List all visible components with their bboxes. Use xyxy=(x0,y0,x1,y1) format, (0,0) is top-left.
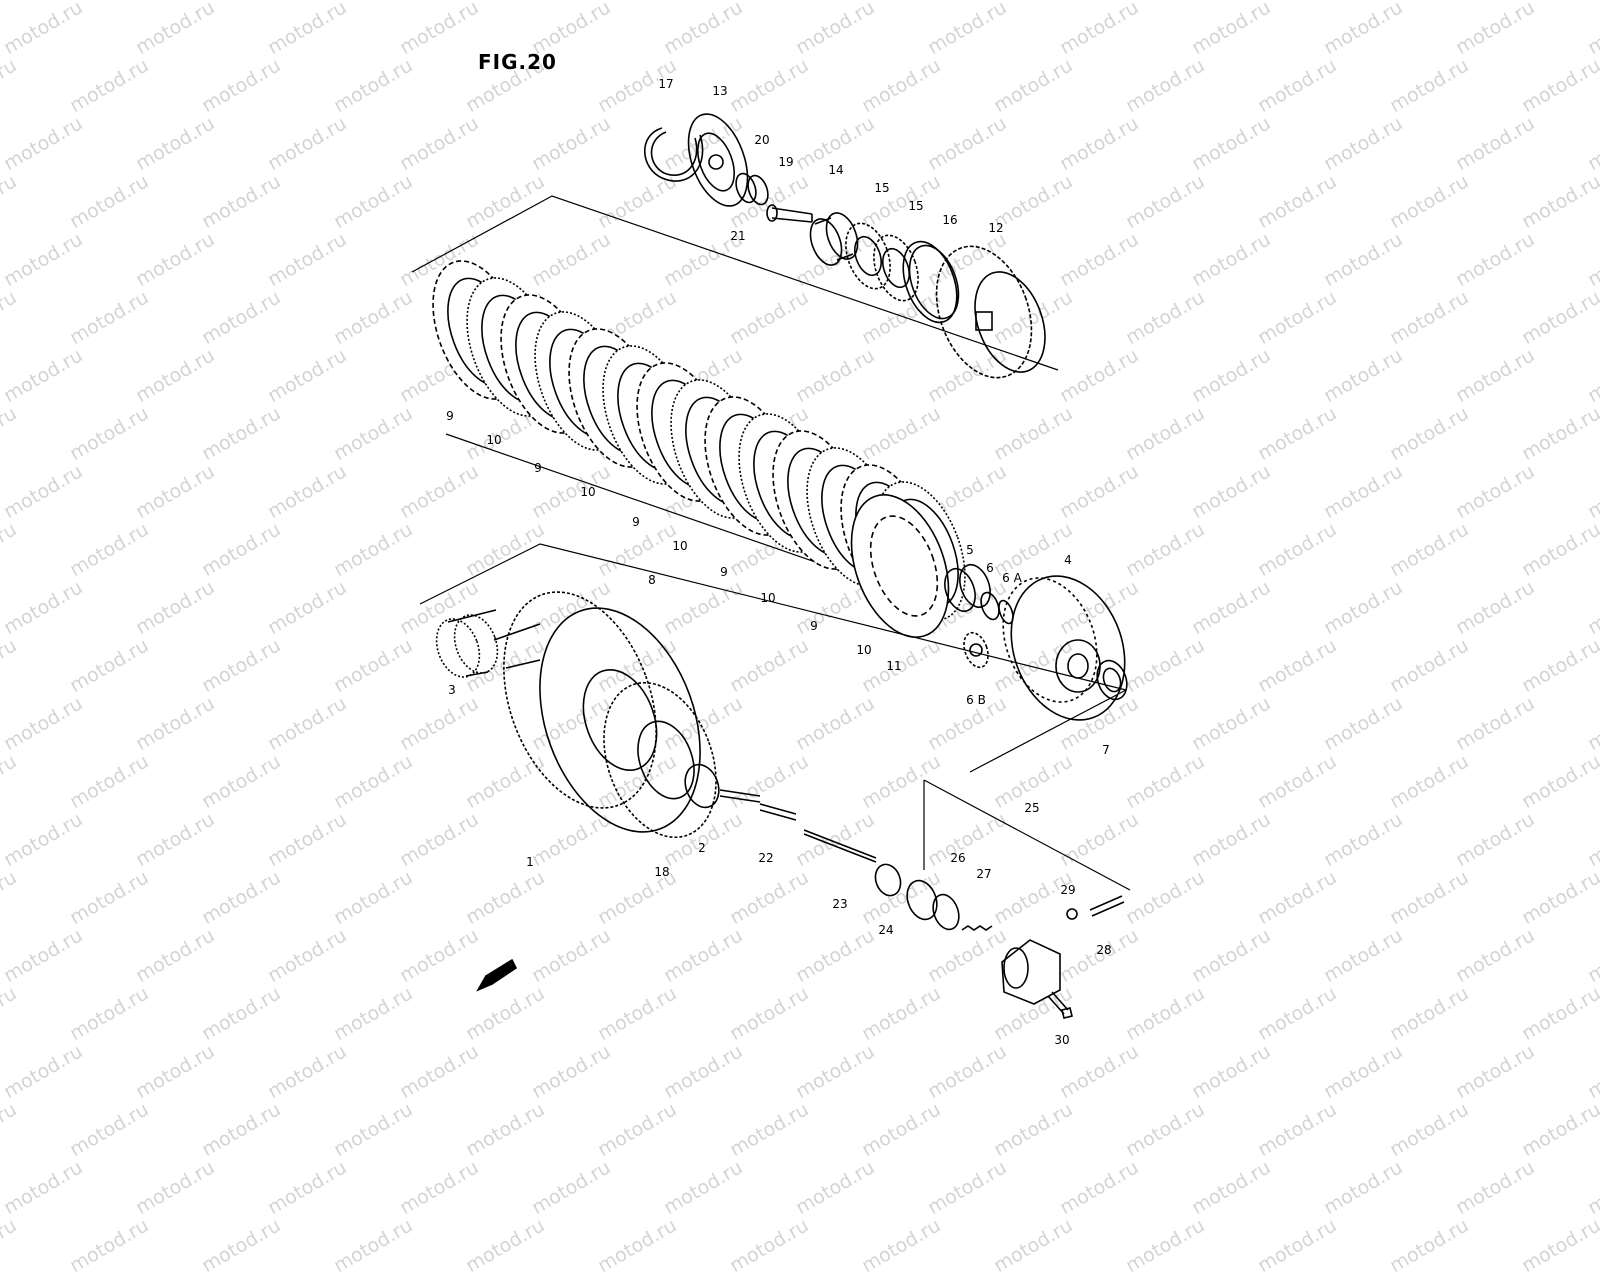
primary-driven-gear-1 xyxy=(493,591,701,833)
callout-11: 11 xyxy=(886,659,902,673)
watermark-text: motod.ru xyxy=(66,1214,153,1277)
callout-9b: 9 xyxy=(534,461,542,475)
pushrod-piece-22b xyxy=(759,803,797,821)
washer-7 xyxy=(1096,659,1128,701)
circlip-17 xyxy=(643,127,704,182)
watermark-text: motod.ru xyxy=(726,1214,813,1277)
callout-23: 23 xyxy=(832,897,848,911)
callout-28: 28 xyxy=(1096,943,1112,957)
callout-24: 24 xyxy=(878,923,894,937)
callout-19: 19 xyxy=(778,155,794,169)
pressure-disc-11 xyxy=(850,494,950,638)
watermark-text: motod.ru xyxy=(198,1214,285,1277)
pushrod-22 xyxy=(719,789,761,803)
watermark-text: motod.ru xyxy=(594,1214,681,1277)
callout-27: 27 xyxy=(976,867,992,881)
callout-4: 4 xyxy=(1064,553,1072,567)
watermark-text: motod.ru xyxy=(1122,1214,1209,1277)
watermark-text: motod.ru xyxy=(0,1214,21,1277)
callout-18: 18 xyxy=(654,865,670,879)
callout-10b: 10 xyxy=(580,485,596,499)
watermark-text: motod.ru xyxy=(462,1214,549,1277)
spring-14 xyxy=(809,212,859,266)
callout-16: 16 xyxy=(942,213,958,227)
washer-29 xyxy=(1066,908,1078,920)
callout-9a: 9 xyxy=(446,409,454,423)
watermark-text: motod.ru xyxy=(858,1214,945,1277)
callout-25: 25 xyxy=(1024,801,1040,815)
pressure-plate-13 xyxy=(687,113,749,207)
clutch-sleeve-hub-4 xyxy=(1002,575,1126,721)
callout-3: 3 xyxy=(448,683,456,697)
callout-26: 26 xyxy=(950,851,966,865)
washer-15a xyxy=(845,222,891,290)
callout-5: 5 xyxy=(966,543,974,557)
spring-washer-16 xyxy=(902,240,960,324)
bolt-30 xyxy=(1047,991,1073,1019)
hub-bracket xyxy=(419,543,1127,773)
bleeder-28 xyxy=(1089,895,1125,917)
callout-29: 29 xyxy=(1060,883,1076,897)
watermark-text: motod.ru xyxy=(990,1214,1077,1277)
callout-1: 1 xyxy=(526,855,534,869)
watermark-text: motod.ru xyxy=(330,1214,417,1277)
bearing-26 xyxy=(906,879,960,931)
callout-13: 13 xyxy=(712,84,728,98)
callout-8: 8 xyxy=(648,573,656,587)
figure-title: FIG.20 xyxy=(478,50,557,74)
washer-6 xyxy=(980,591,1000,621)
bearing-20-21 xyxy=(735,172,769,206)
clutch-plate-stack xyxy=(432,260,966,638)
thrust-washer-2 xyxy=(684,763,720,809)
callout-7: 7 xyxy=(1102,743,1110,757)
starter-driven-gear-18 xyxy=(603,681,717,839)
callout-6: 6 xyxy=(986,561,994,575)
callout-10c: 10 xyxy=(672,539,688,553)
callout-15b: 15 xyxy=(908,199,924,213)
callout-2: 2 xyxy=(698,841,706,855)
callout-15a: 15 xyxy=(874,181,890,195)
long-pushrod-23 xyxy=(803,829,877,863)
seat-12 xyxy=(935,245,1046,379)
callout-30: 30 xyxy=(1054,1033,1070,1047)
callout-6a: 6 A xyxy=(1002,571,1022,585)
callout-10e: 10 xyxy=(856,643,872,657)
callout-9d: 9 xyxy=(720,565,728,579)
washer-6a xyxy=(998,599,1014,625)
oil-seal-24 xyxy=(874,863,902,897)
callout-10d: 10 xyxy=(760,591,776,605)
washer-15b xyxy=(873,234,919,302)
fwd-arrow-icon xyxy=(476,958,518,992)
callout-22: 22 xyxy=(758,851,774,865)
release-cylinder-25 xyxy=(1001,939,1061,1005)
watermark-text: motod.ru xyxy=(1386,1214,1473,1277)
callout-21: 21 xyxy=(730,229,746,243)
callout-20: 20 xyxy=(754,133,770,147)
callout-12: 12 xyxy=(988,221,1004,235)
callout-17: 17 xyxy=(658,77,674,91)
watermark-text: motod.ru xyxy=(1254,1214,1341,1277)
clutch-assembly-drawing xyxy=(411,113,1131,1019)
callout-9c: 9 xyxy=(632,515,640,529)
lock-washer-6b xyxy=(963,631,989,669)
pushrod-piece-19 xyxy=(766,204,813,223)
spring-27 xyxy=(961,925,993,931)
callout-14: 14 xyxy=(828,163,844,177)
callout-6b: 6 B xyxy=(966,693,986,707)
callout-9e: 9 xyxy=(810,619,818,633)
callout-10a: 10 xyxy=(486,433,502,447)
release-bracket xyxy=(923,779,1131,891)
watermark-text: motod.ru xyxy=(1518,1214,1600,1277)
needle-bearing-3 xyxy=(435,609,499,678)
